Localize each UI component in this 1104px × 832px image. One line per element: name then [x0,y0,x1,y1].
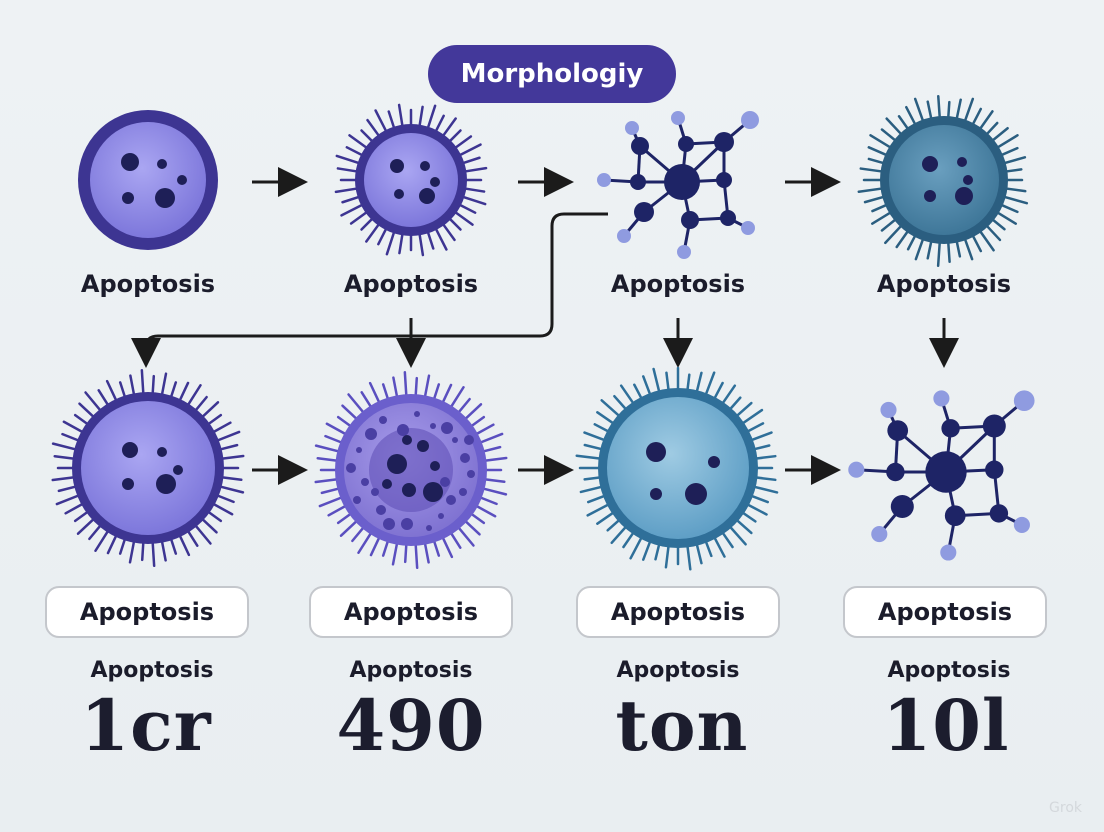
cell-spiky-icon [336,105,486,255]
stage-label: Apoptosis [301,270,521,298]
stage-value: 490 [291,684,531,767]
stage-pill: Apoptosis [45,586,249,638]
stage-pill: Apoptosis [843,586,1047,638]
stage-sublabel: Apoptosis [839,658,1059,683]
watermark: Grok [1049,800,1082,816]
cell-granular-icon [316,372,506,568]
cell-spiky-blue-icon [577,368,777,569]
cell-spiky-teal-icon [859,96,1027,266]
stage-pill: Apoptosis [576,586,780,638]
stage-label: Apoptosis [568,270,788,298]
stage-pill: Apoptosis [309,586,513,638]
stage-label: Apoptosis [834,270,1054,298]
title-badge: Morphologiy [428,45,676,103]
stage-sublabel: Apoptosis [301,658,521,683]
stage-value: 1cr [26,684,266,767]
molecule-icon [848,390,1034,560]
molecule-icon [597,111,759,259]
stage-value: ton [562,684,802,767]
cell-spiky-icon [53,370,243,566]
stage-value: 10l [826,684,1066,767]
stage-label: Apoptosis [38,270,258,298]
cell-plain-icon [78,110,218,250]
stage-sublabel: Apoptosis [568,658,788,683]
stage-sublabel: Apoptosis [42,658,262,683]
